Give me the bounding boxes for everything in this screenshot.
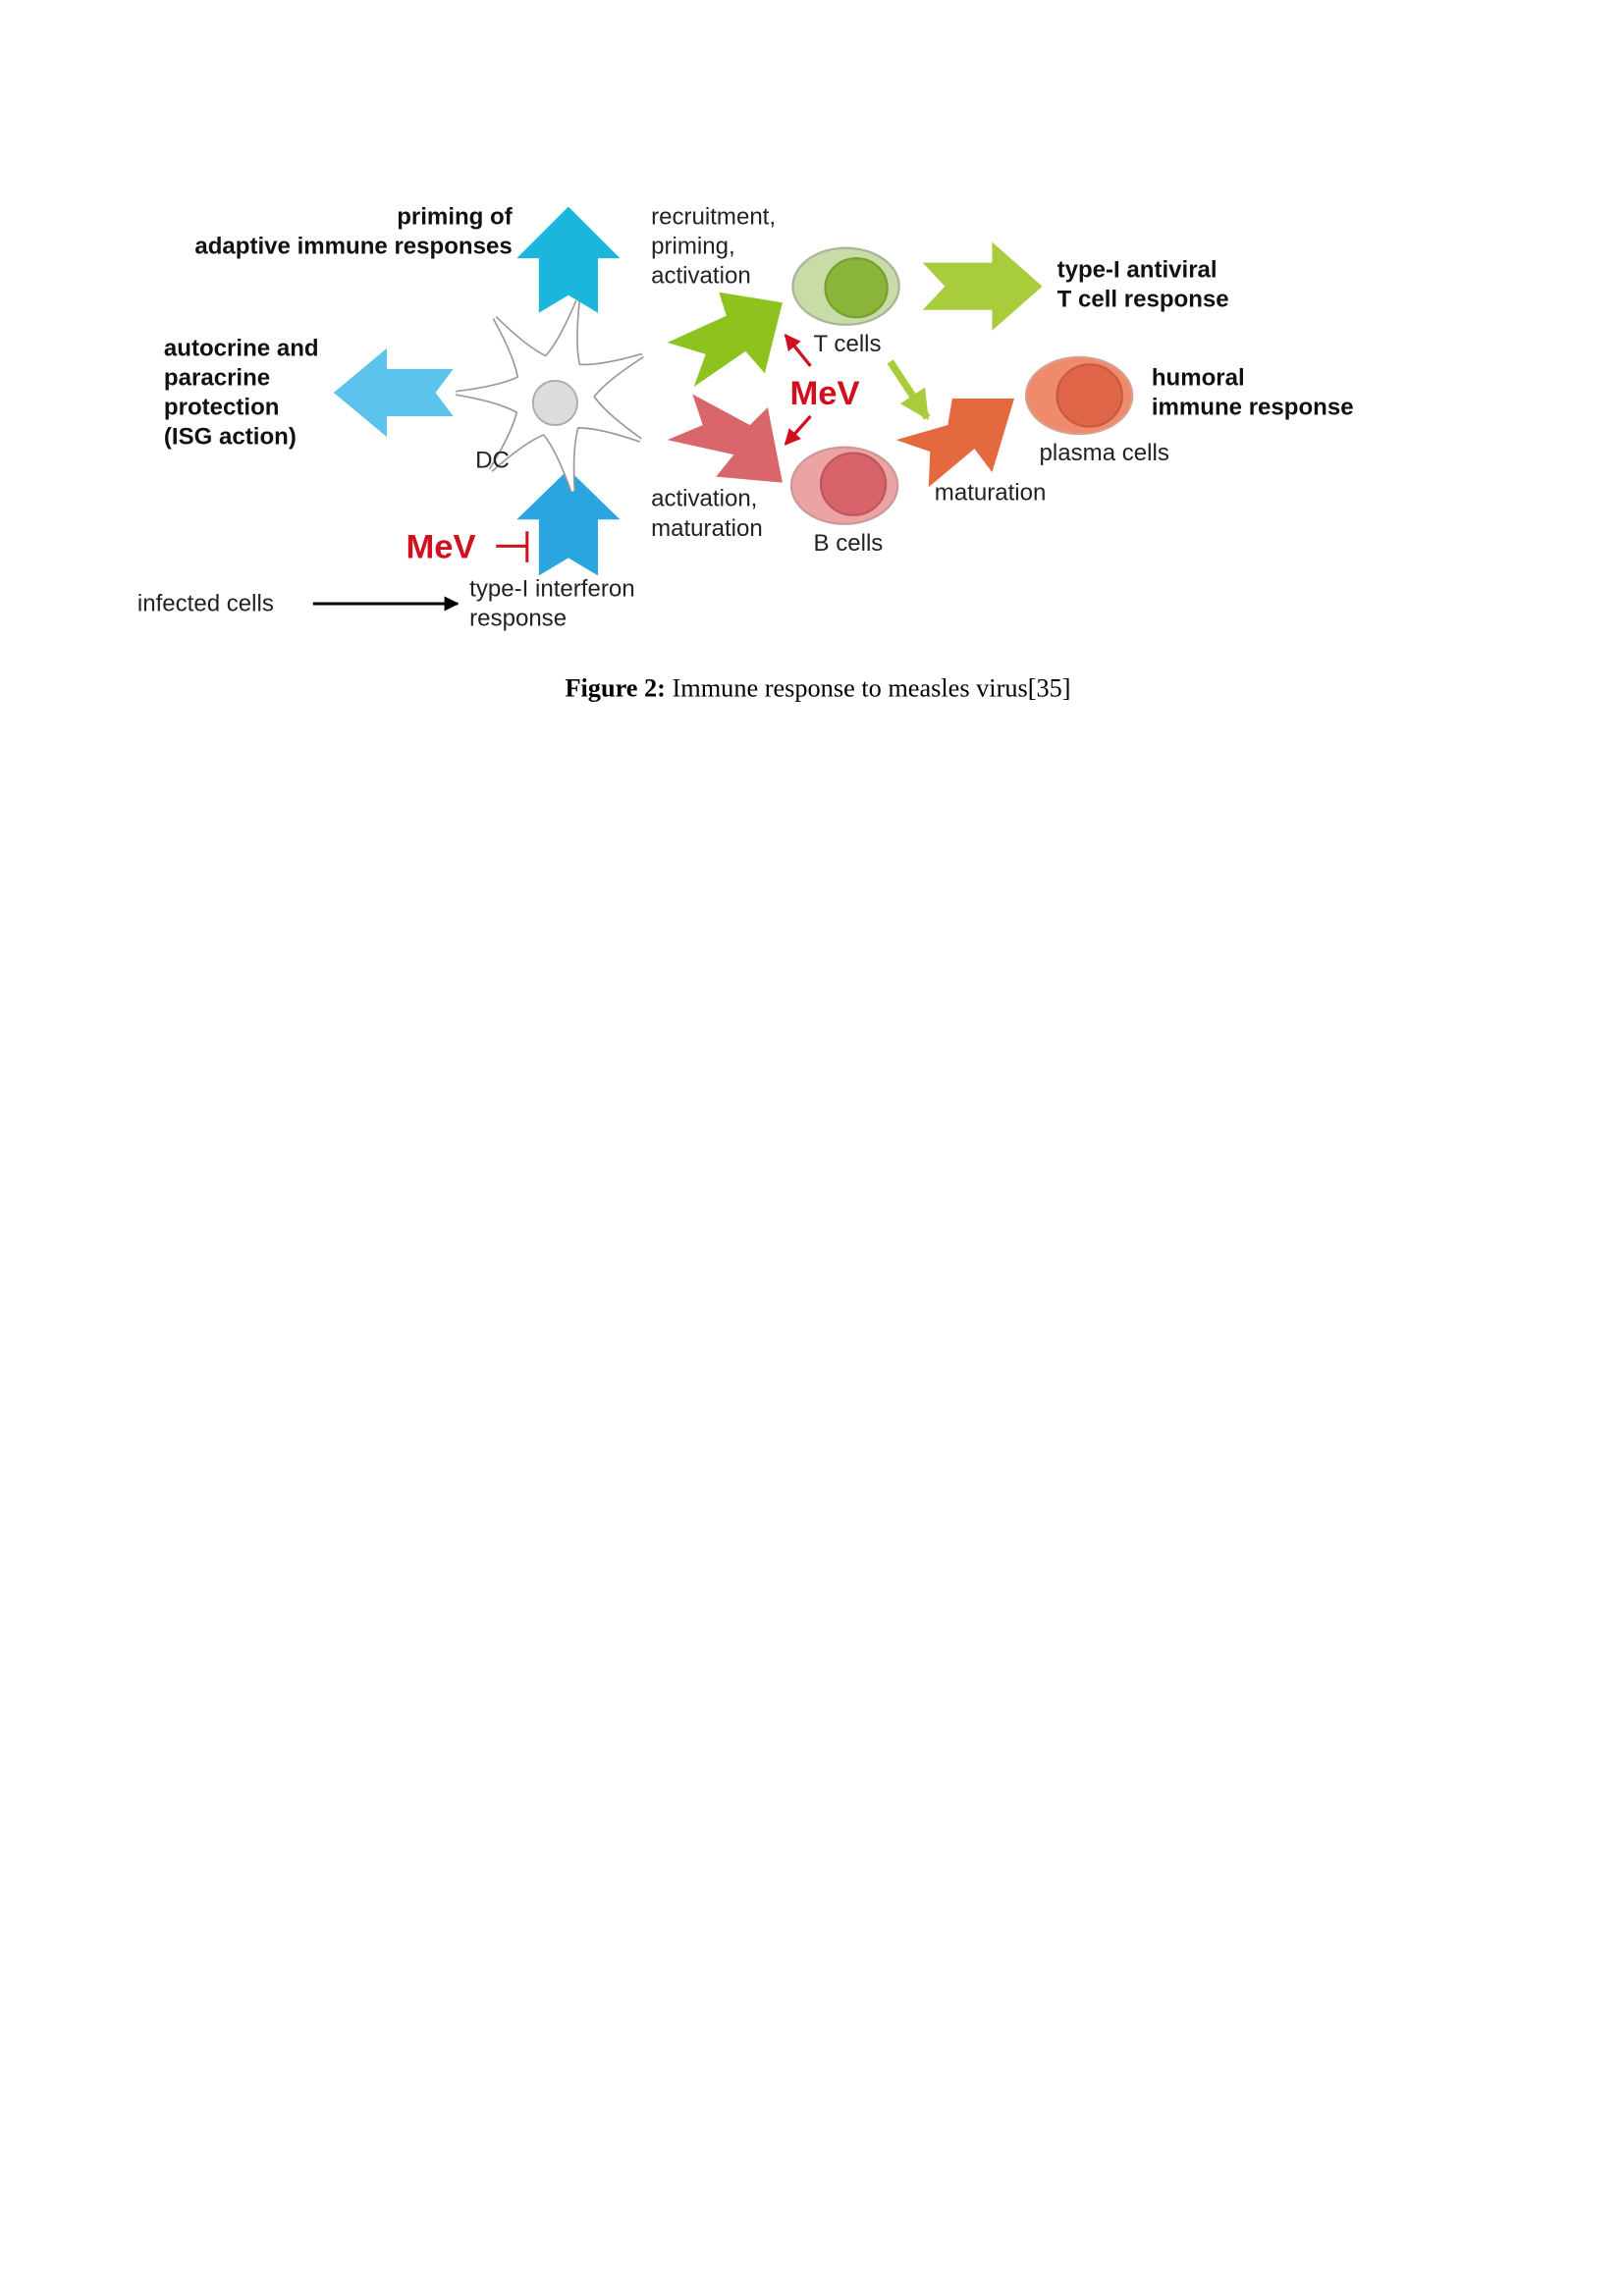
label-autocrine-1: autocrine and: [164, 335, 319, 361]
maturation-arrow: [895, 398, 1014, 488]
label-autocrine-2: paracrine: [164, 364, 270, 391]
label-plasma-cells: plasma cells: [1040, 440, 1169, 466]
label-recruitment-1: recruitment,: [651, 204, 776, 231]
label-humoral-1: humoral: [1152, 364, 1245, 391]
label-maturation: maturation: [935, 480, 1047, 507]
mev-to-t-cell-arrow: [784, 334, 812, 367]
caption-label: Figure 2:: [565, 674, 666, 703]
interferon-up-arrow: [516, 469, 621, 576]
label-activation-1: activation,: [651, 486, 757, 512]
label-priming-2: adaptive immune responses: [194, 234, 512, 260]
autocrine-left-arrow: [333, 347, 454, 438]
label-antiviral-2: T cell response: [1057, 287, 1229, 313]
t-to-plasma-arrow: [887, 359, 931, 421]
label-priming-1: priming of: [397, 204, 514, 231]
label-t-cells: T cells: [814, 331, 882, 357]
dc-nucleus: [531, 380, 578, 426]
label-interferon-2: response: [469, 606, 567, 632]
mev-to-b-cell-arrow: [784, 414, 812, 446]
label-humoral-2: immune response: [1152, 395, 1354, 421]
plasma-cell-nucleus: [1056, 363, 1123, 428]
label-dc: DC: [475, 448, 510, 474]
priming-up-arrow: [516, 206, 621, 313]
t-cell-activation-arrow: [667, 292, 783, 387]
label-mev-inhibit: MeV: [406, 528, 476, 565]
label-antiviral-1: type-I antiviral: [1057, 257, 1218, 284]
label-activation-2: maturation: [651, 515, 763, 542]
label-interferon-1: type-I interferon: [469, 575, 634, 602]
t-cell-nucleus: [824, 257, 889, 319]
label-autocrine-3: protection: [164, 395, 280, 421]
antiviral-right-arrow: [922, 241, 1043, 331]
caption-text: Immune response to measles virus[35]: [666, 674, 1071, 703]
label-mev-center: MeV: [789, 375, 859, 412]
label-recruitment-3: activation: [651, 263, 751, 290]
figure-caption: Figure 2: Immune response to measles vir…: [565, 674, 1070, 703]
label-b-cells: B cells: [814, 530, 884, 557]
label-autocrine-4: (ISG action): [164, 424, 297, 451]
b-cell-nucleus: [819, 452, 888, 516]
b-cell-activation-arrow: [667, 394, 783, 483]
label-recruitment-2: priming,: [651, 234, 735, 260]
label-infected-cells: infected cells: [137, 590, 274, 616]
